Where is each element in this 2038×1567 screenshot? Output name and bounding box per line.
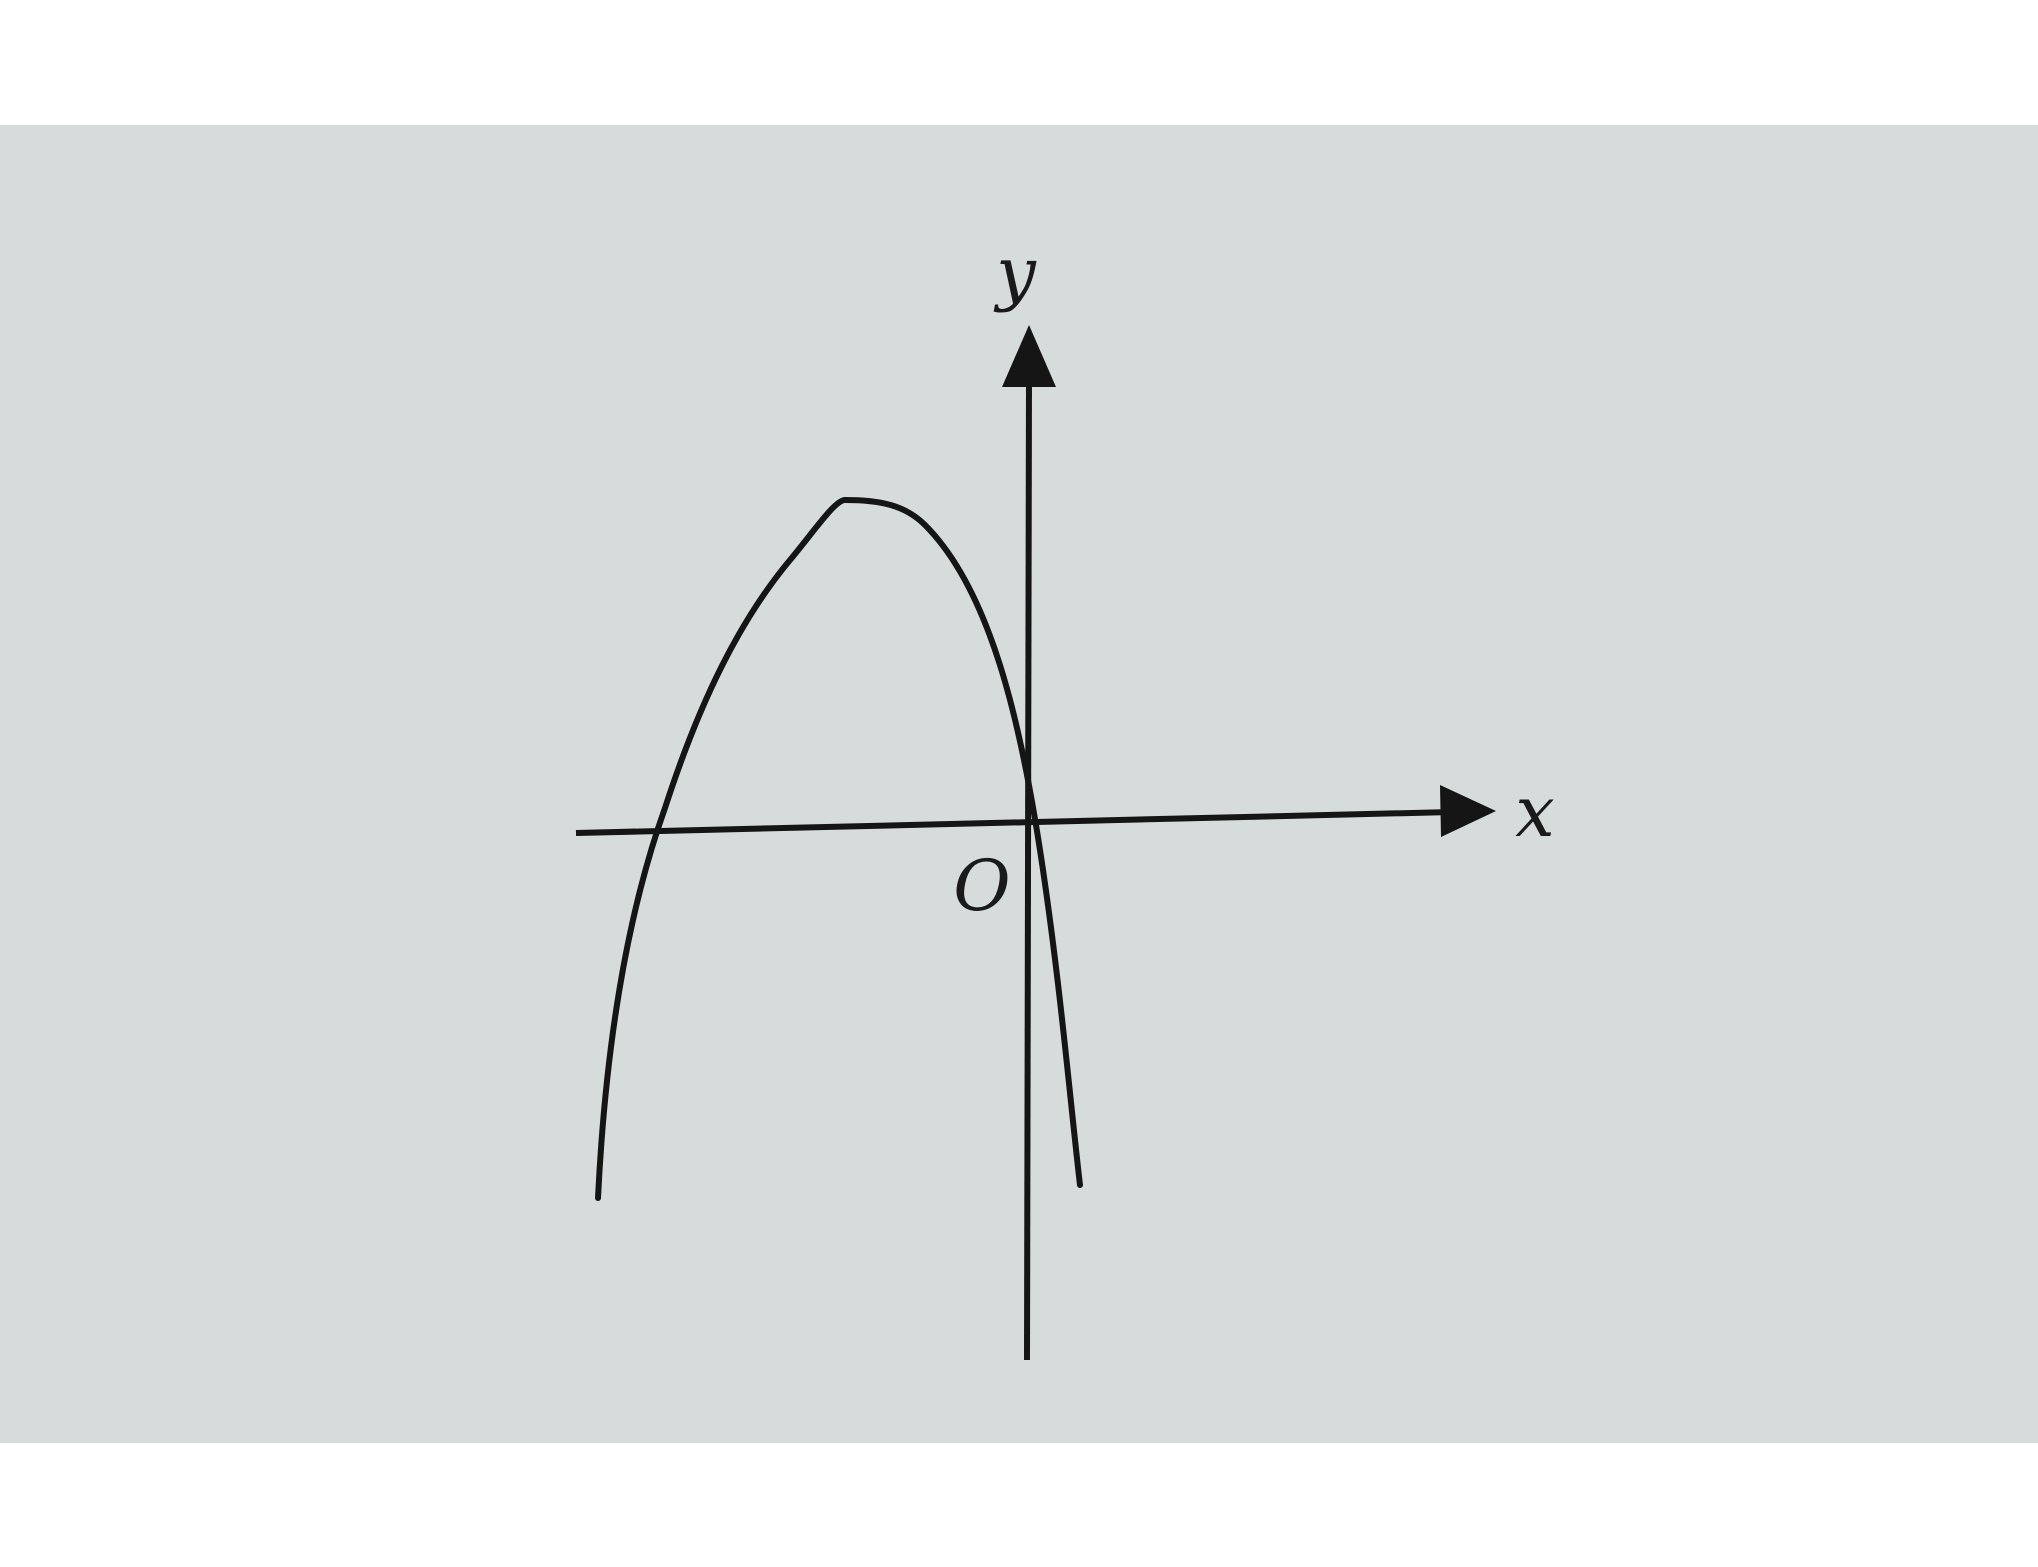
y-axis-label: y [993, 232, 1037, 314]
parabola-curve [595, 496, 1083, 1201]
y-axis-arrowhead [1002, 325, 1056, 387]
x-axis [575, 809, 1453, 836]
x-axis-label: x [1515, 771, 1554, 853]
x-axis-arrowhead [1440, 785, 1496, 837]
y-axis [1024, 374, 1032, 1361]
origin-label: O [953, 845, 1010, 927]
paper-photo-background [0, 125, 2038, 1443]
